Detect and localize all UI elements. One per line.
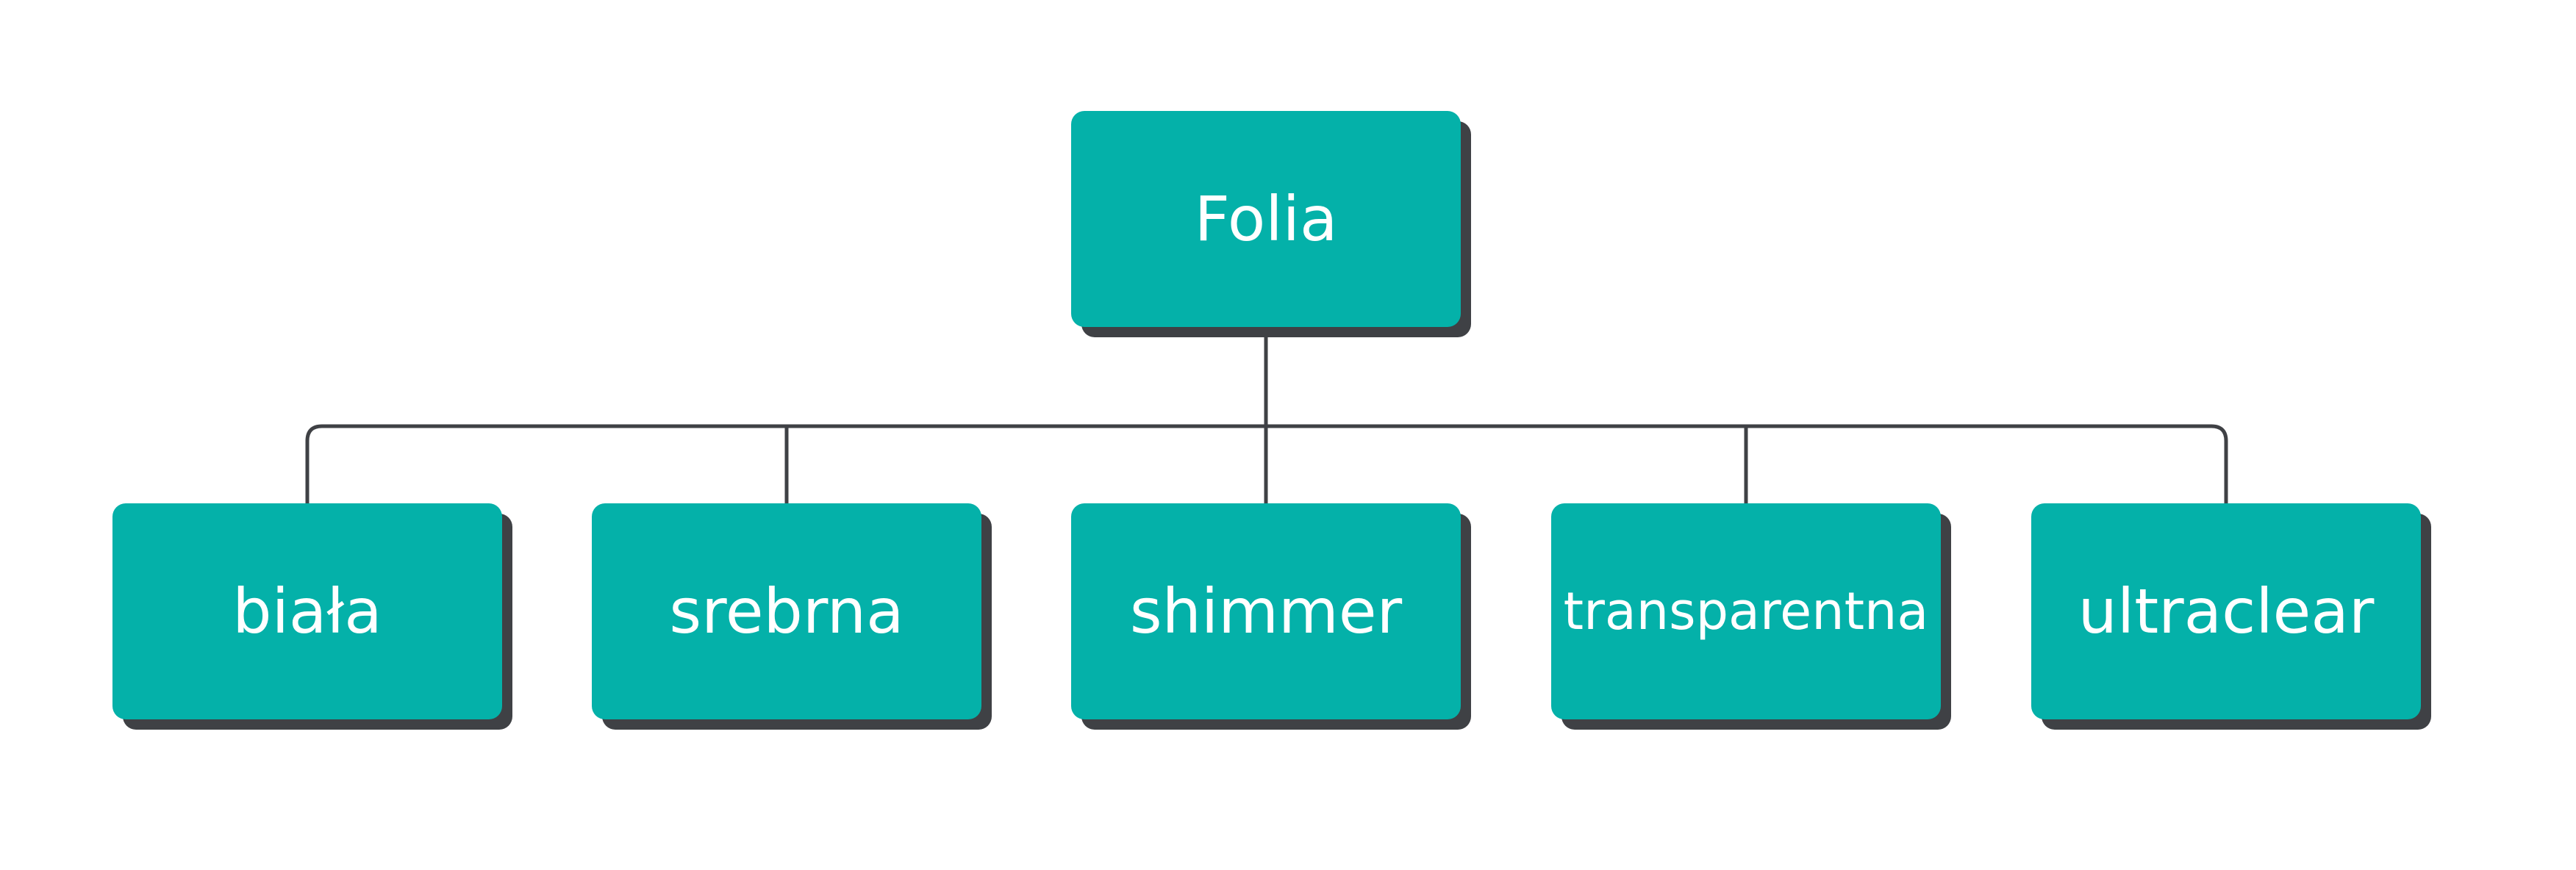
node-label-child: srebrna [669, 575, 904, 647]
node-label-child: biała [232, 575, 382, 647]
node-label-child: shimmer [1130, 575, 1403, 647]
node-label-root: Folia [1195, 183, 1338, 255]
node-box [1551, 503, 1941, 719]
connectors [305, 327, 2228, 503]
node-box [592, 503, 981, 719]
node-child-shimmer: shimmer [1071, 503, 1471, 730]
node-child-ultraclear: ultraclear [2031, 503, 2431, 730]
node-child-srebrna: srebrna [592, 503, 992, 730]
node-child-biala: biała [112, 503, 512, 730]
node-label-child: ultraclear [2078, 575, 2375, 647]
node-box [1071, 503, 1461, 719]
node-box [1071, 111, 1461, 327]
node-label-child: transparentna [1564, 581, 1929, 641]
node-box [112, 503, 502, 719]
node-root-folia: Folia [1071, 111, 1471, 337]
node-box [2031, 503, 2421, 719]
node-child-transparentna: transparentna [1551, 503, 1951, 730]
